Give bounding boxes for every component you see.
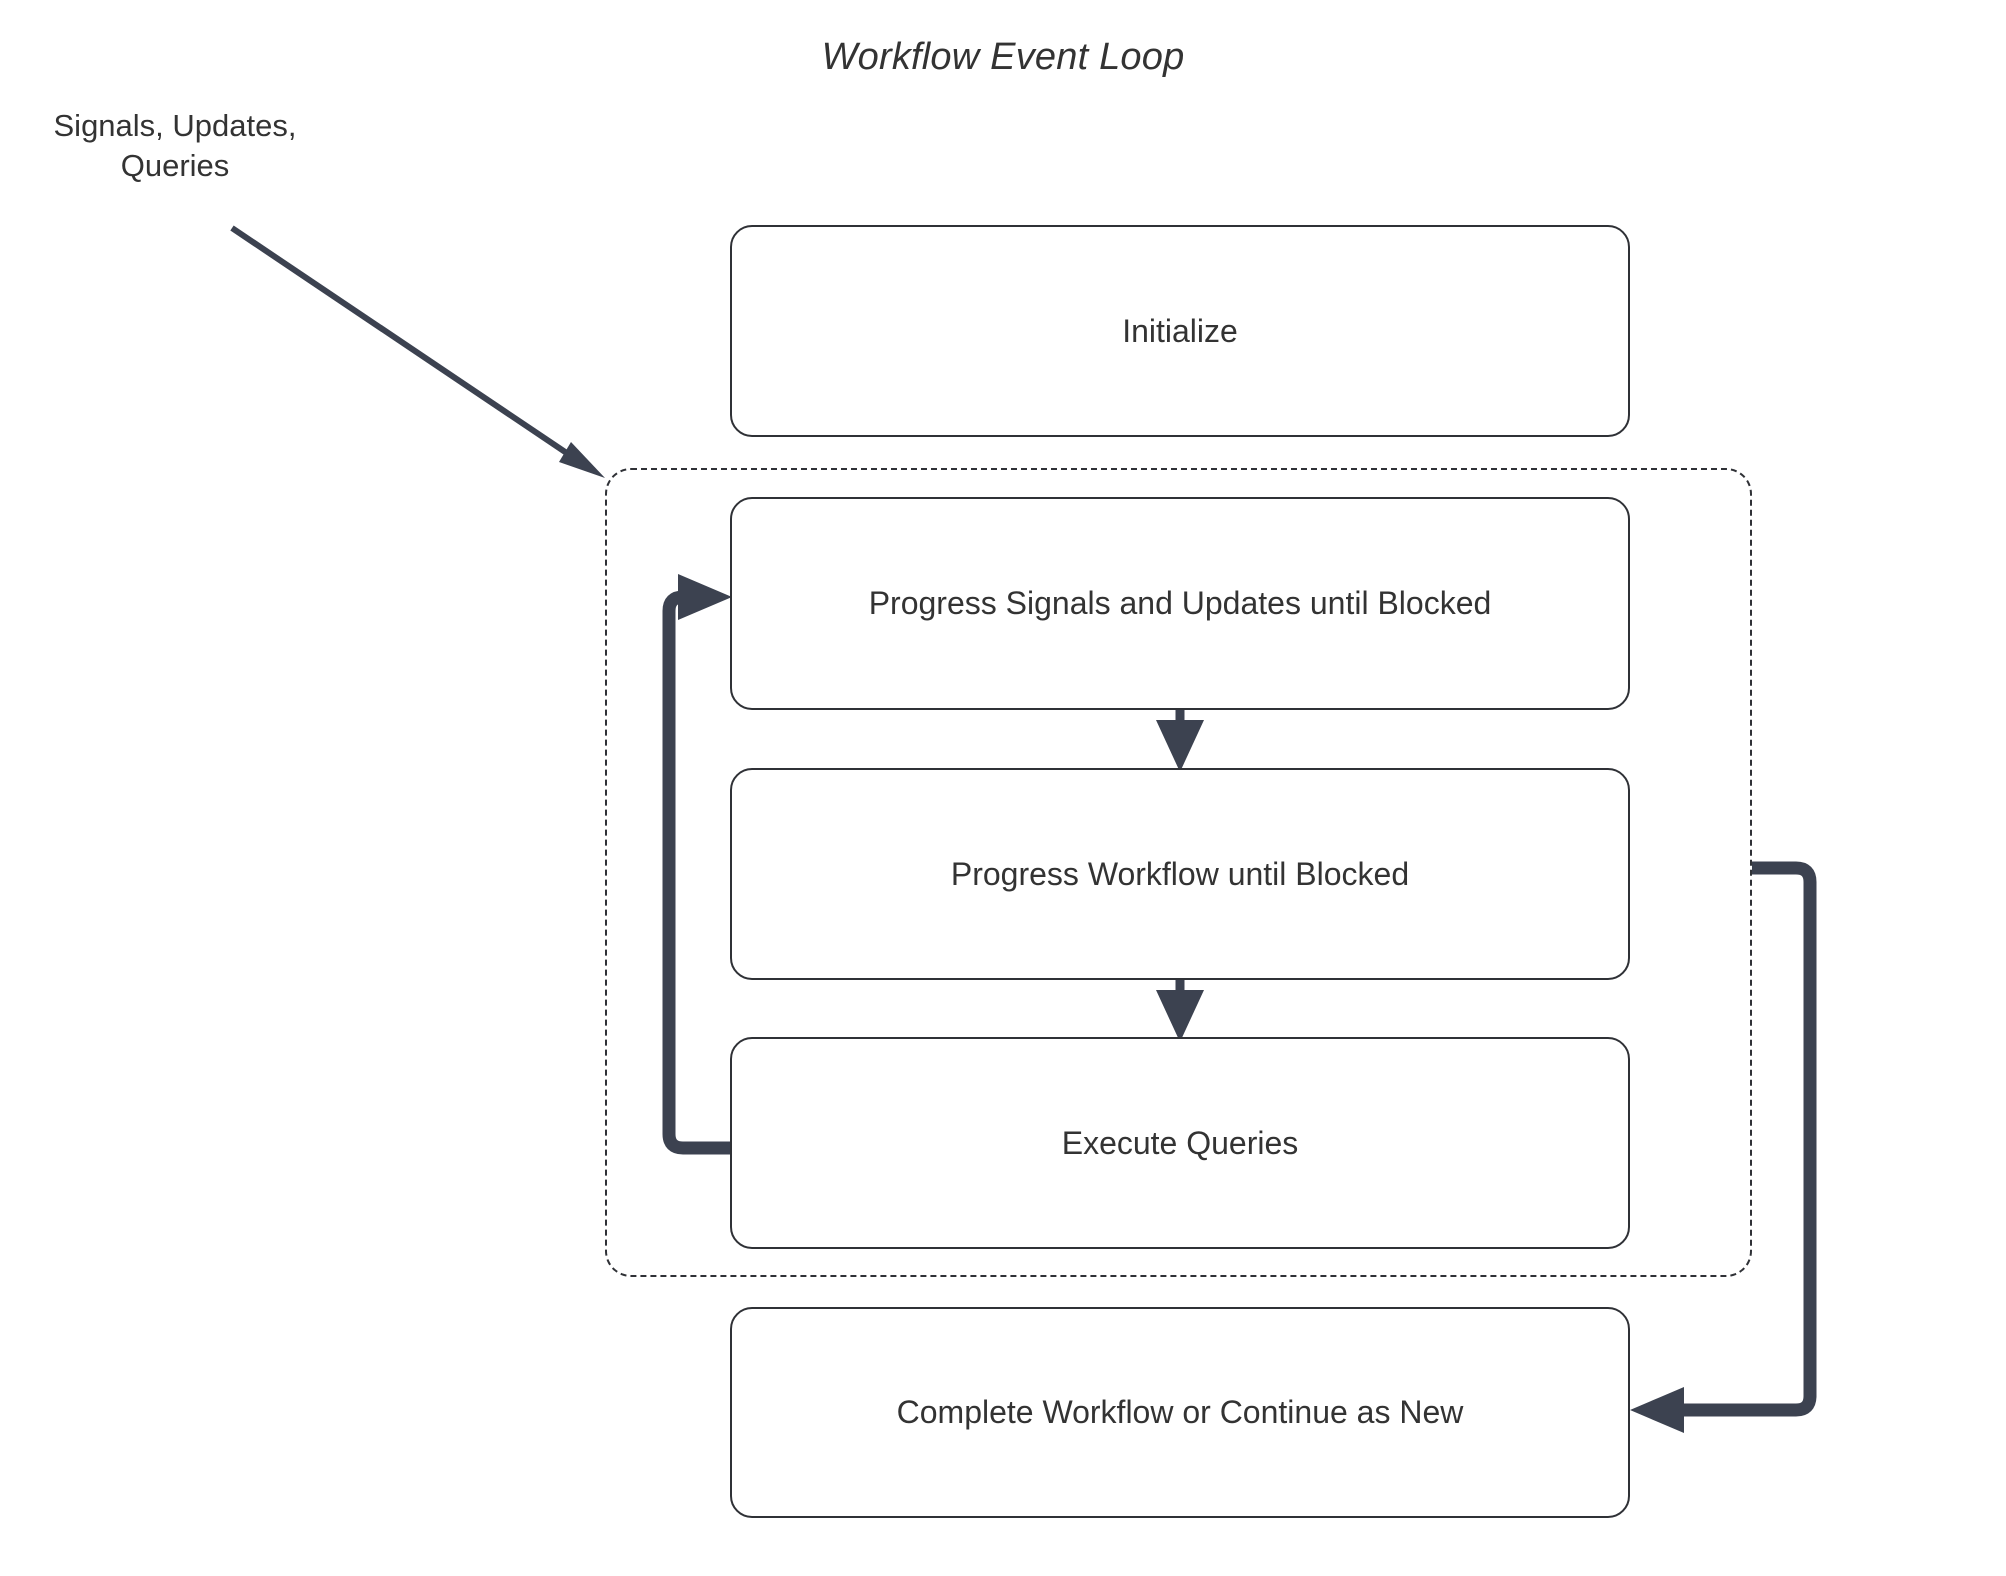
- node-complete-workflow[interactable]: Complete Workflow or Continue as New: [730, 1307, 1630, 1518]
- external-input-label-line2: Queries: [120, 147, 230, 183]
- page-title: Workflow Event Loop: [821, 36, 1185, 78]
- external-input-label: Signals, Updates, Queries: [20, 106, 330, 185]
- event-loop-group: [605, 468, 1752, 1277]
- node-progress-signals-label: Progress Signals and Updates until Block…: [868, 585, 1492, 622]
- node-progress-workflow[interactable]: Progress Workflow until Blocked: [730, 768, 1630, 980]
- node-progress-signals[interactable]: Progress Signals and Updates until Block…: [730, 497, 1630, 710]
- external-input-label-line1: Signals, Updates,: [53, 108, 297, 143]
- node-execute-queries[interactable]: Execute Queries: [730, 1037, 1630, 1249]
- node-initialize-label: Initialize: [1122, 312, 1238, 349]
- node-execute-queries-label: Execute Queries: [1061, 1124, 1299, 1161]
- edge-signals-to-loop-icon: [230, 225, 605, 478]
- node-progress-workflow-label: Progress Workflow until Blocked: [950, 855, 1410, 892]
- node-complete-workflow-label: Complete Workflow or Continue as New: [896, 1394, 1464, 1431]
- node-initialize[interactable]: Initialize: [730, 225, 1630, 437]
